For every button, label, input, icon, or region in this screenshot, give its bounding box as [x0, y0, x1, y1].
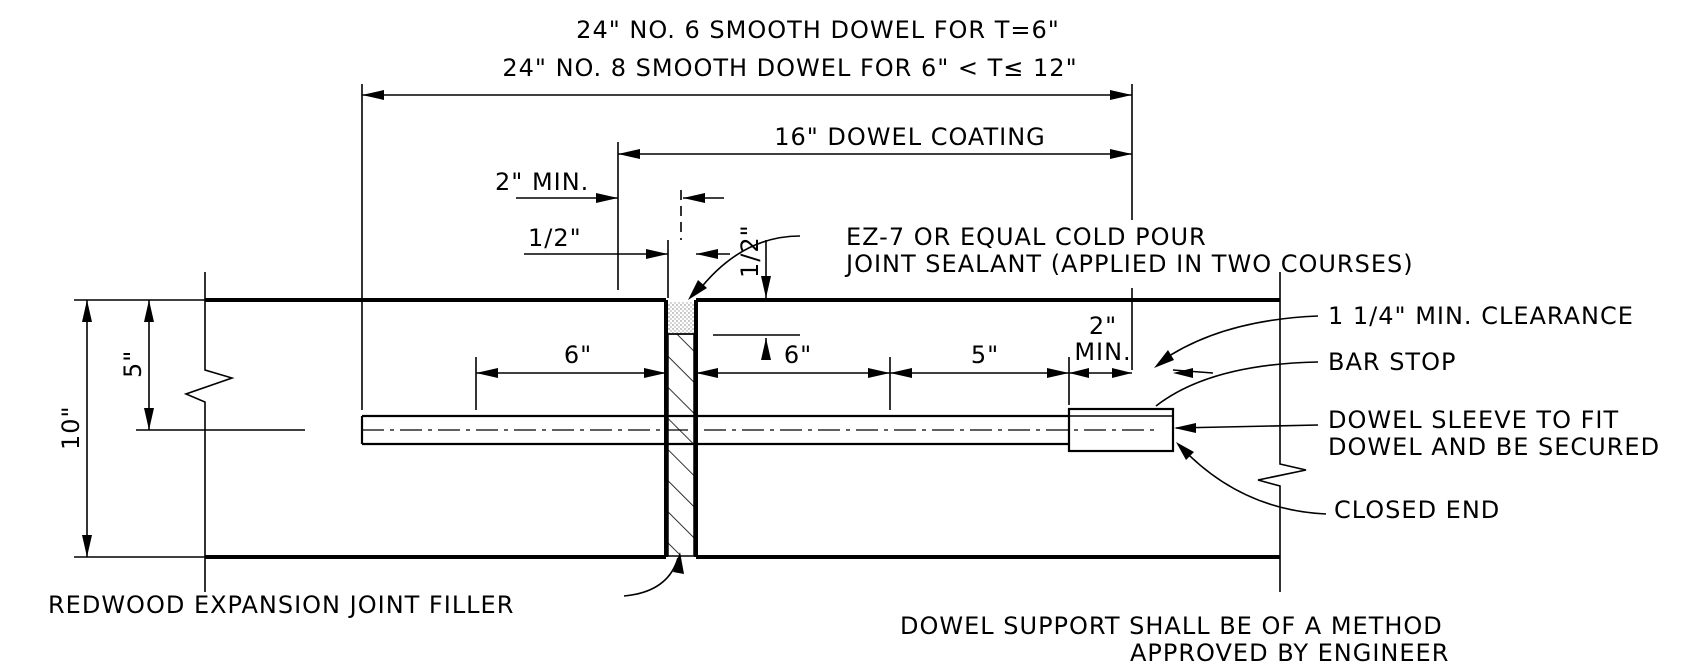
five-vertical-label: 5" — [119, 350, 147, 378]
joint-sealant — [668, 302, 694, 333]
closed-end-leader — [1179, 445, 1327, 515]
dimension-dowel-coating — [617, 142, 1132, 290]
six-right-label: 6" — [784, 341, 812, 369]
bar-stop-leader — [1155, 361, 1319, 407]
dimension-5in — [890, 357, 1070, 405]
support-line1-label: DOWEL SUPPORT SHALL BE OF A METHOD — [900, 612, 1443, 640]
dowel-sleeve — [1067, 407, 1175, 453]
break-line-right — [1257, 272, 1307, 592]
sleeve-leader — [1175, 424, 1319, 429]
dimension-half-inch-left — [524, 240, 730, 298]
ten-vertical-label: 10" — [57, 405, 85, 450]
clearance-leader — [1159, 315, 1319, 363]
dimension-5in-vertical — [136, 300, 305, 431]
two-min-sleeve-line2: MIN. — [1074, 338, 1131, 366]
clearance-dimension — [1172, 368, 1214, 378]
sleeve-line2-label: DOWEL AND BE SECURED — [1328, 433, 1660, 461]
clearance-label: 1 1/4" MIN. CLEARANCE — [1328, 302, 1634, 330]
dimension-2in-min-sleeve — [1069, 368, 1132, 378]
dowel-no8-label: 24" NO. 8 SMOOTH DOWEL FOR 6" < T≤ 12" — [502, 54, 1077, 82]
slab-left — [205, 298, 668, 559]
closed-end-label: CLOSED END — [1334, 496, 1500, 524]
half-inch-vertical-label: 1/2" — [736, 224, 764, 278]
dimension-10in-vertical — [74, 299, 205, 558]
dimension-6in-left — [475, 357, 666, 410]
dimension-24in — [361, 84, 1133, 410]
filler-leader — [623, 557, 679, 597]
joint-width-indicator — [680, 190, 724, 240]
sealant-line1-label: EZ-7 OR EQUAL COLD POUR — [846, 223, 1207, 251]
dimension-2in-min-top — [516, 193, 618, 203]
break-line-left — [183, 272, 235, 592]
dowel-no6-label: 24" NO. 6 SMOOTH DOWEL FOR T=6" — [576, 16, 1060, 44]
six-left-label: 6" — [564, 341, 592, 369]
dowel-coating-label: 16" DOWEL COATING — [774, 123, 1046, 151]
dimension-half-inch-vertical — [713, 240, 800, 360]
bar-stop-label: BAR STOP — [1328, 348, 1456, 376]
two-min-label: 2" MIN. — [495, 168, 589, 196]
sleeve-line1-label: DOWEL SLEEVE TO FIT — [1328, 406, 1619, 434]
half-inch-left-label: 1/2" — [528, 224, 582, 252]
dimension-6in-right — [696, 357, 891, 410]
five-label: 5" — [971, 341, 999, 369]
sealant-leader — [695, 235, 801, 295]
filler-label: REDWOOD EXPANSION JOINT FILLER — [48, 591, 514, 619]
sealant-line2-label: JOINT SEALANT (APPLIED IN TWO COURSES) — [844, 250, 1414, 278]
two-min-sleeve-line1: 2" — [1089, 312, 1117, 340]
support-line2-label: APPROVED BY ENGINEER — [1130, 639, 1449, 667]
dowel-bar — [360, 414, 1160, 446]
slab-right — [694, 298, 1280, 559]
